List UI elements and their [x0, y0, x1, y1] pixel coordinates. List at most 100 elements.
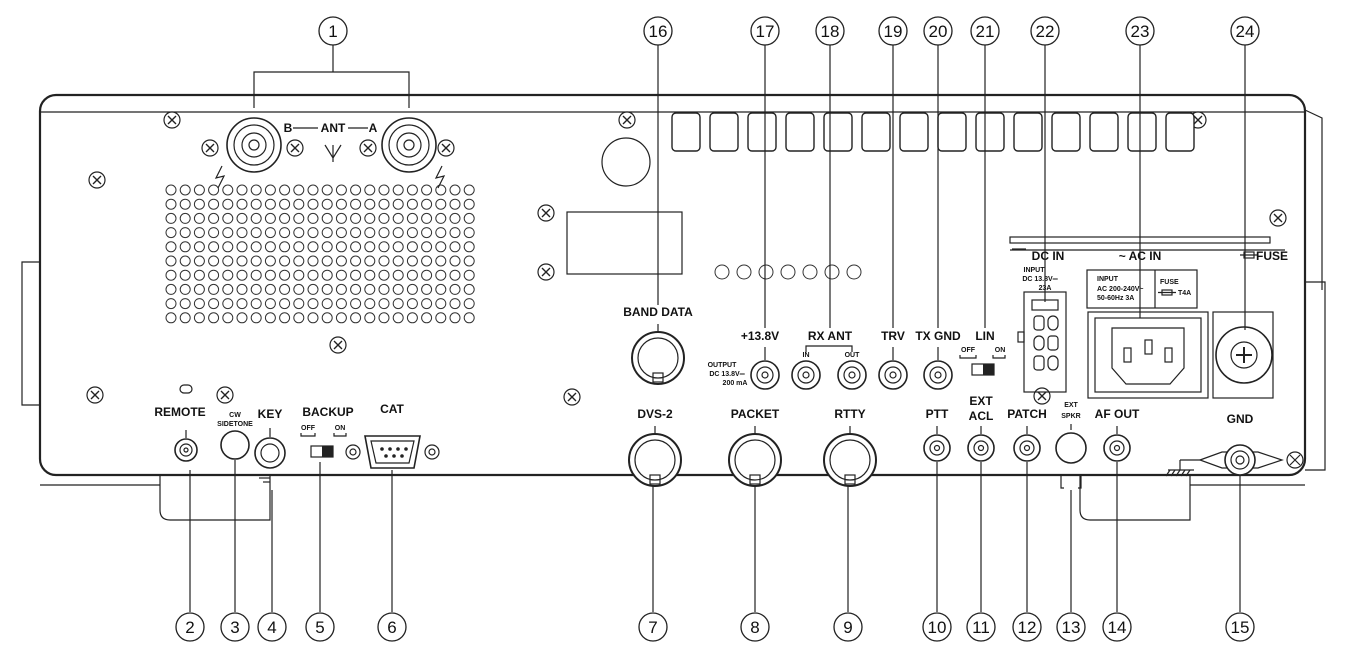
- grille-hole: [293, 184, 305, 196]
- grille-hole: [307, 227, 319, 239]
- grille-hole: [307, 184, 319, 196]
- grille-hole: [435, 269, 447, 281]
- grille-hole: [335, 269, 347, 281]
- callout-number: 4: [267, 618, 276, 637]
- ant-b-label: B: [284, 121, 293, 135]
- grille-hole: [350, 241, 362, 253]
- grille-hole: [208, 212, 220, 224]
- grille-hole: [392, 241, 404, 253]
- key-label: KEY: [258, 407, 283, 421]
- fuse-rating-label: T4A: [1178, 290, 1191, 297]
- af-out-jack: AF OUT: [1095, 407, 1140, 462]
- cat-label: CAT: [380, 402, 404, 416]
- callout-number: 3: [230, 618, 239, 637]
- fuse-label: FUSE: [1256, 249, 1288, 263]
- grille-hole: [165, 198, 177, 210]
- grille-hole: [378, 255, 390, 267]
- grille-hole: [350, 184, 362, 196]
- grille-hole: [350, 212, 362, 224]
- grille-hole: [392, 184, 404, 196]
- rtty-label: RTTY: [834, 407, 865, 421]
- ant-a-connector: [381, 117, 437, 173]
- callout-number: 8: [750, 618, 759, 637]
- grille-hole: [279, 198, 291, 210]
- callout-number: 20: [929, 22, 948, 41]
- callout-circle-18: 18: [815, 16, 845, 46]
- grille-hole: [250, 227, 262, 239]
- grille-hole: [321, 227, 333, 239]
- screw-slot: [92, 175, 102, 185]
- grille-hole: [264, 198, 276, 210]
- vent-slot: [1051, 112, 1081, 152]
- grille-hole: [208, 255, 220, 267]
- screw-slot: [90, 390, 100, 400]
- sidetone-label: SIDETONE: [217, 421, 253, 428]
- dc-voltage-label: DC 13.8V═: [1022, 276, 1057, 283]
- grille-hole: [449, 227, 461, 239]
- callout-leaders: [189, 45, 1246, 612]
- callout-number: 1: [328, 22, 337, 41]
- callout-circle-14: 14: [1102, 612, 1132, 642]
- grille-hole: [435, 198, 447, 210]
- grille-hole: [392, 255, 404, 267]
- screw-slot: [205, 143, 215, 153]
- screw-slot: [622, 115, 632, 125]
- ext-acl-jack: EXT ACL: [967, 394, 995, 462]
- screw-slot: [363, 143, 373, 153]
- grille-hole: [435, 184, 447, 196]
- grille-hole: [307, 283, 319, 295]
- patch-label: PATCH: [1007, 407, 1047, 421]
- remote-label: REMOTE: [154, 405, 205, 419]
- grille-hole: [307, 241, 319, 253]
- screw-slot: [1273, 213, 1283, 223]
- grille-hole: [165, 184, 177, 196]
- grille-hole: [208, 227, 220, 239]
- dc-in-label: DC IN: [1032, 249, 1065, 263]
- grille-hole: [222, 312, 234, 324]
- grille-hole: [307, 198, 319, 210]
- backup-switch: BACKUP OFF ON: [300, 405, 354, 458]
- grille-hole: [208, 298, 220, 310]
- callout-circle-17: 17: [750, 16, 780, 46]
- backup-on-label: ON: [335, 425, 346, 432]
- ant-b-connector: [226, 117, 282, 173]
- grille-hole: [435, 255, 447, 267]
- screw-slot: [441, 143, 451, 153]
- grille-hole: [449, 255, 461, 267]
- vent-slot: [1013, 112, 1043, 152]
- grille-hole: [321, 298, 333, 310]
- callout-number: 15: [1231, 618, 1250, 637]
- grille-hole: [165, 255, 177, 267]
- grille-hole: [378, 227, 390, 239]
- grille-hole: [293, 283, 305, 295]
- backup-label: BACKUP: [302, 405, 353, 419]
- grille-hole: [193, 283, 205, 295]
- callout-circle-3: 3: [220, 612, 250, 642]
- grille-hole: [364, 184, 376, 196]
- grille-hole: [307, 298, 319, 310]
- lin-switch: LIN OFF ON: [959, 329, 1006, 376]
- grille-hole: [463, 298, 475, 310]
- grille-hole: [279, 184, 291, 196]
- ptt-label: PTT: [926, 407, 949, 421]
- ext-acl-label-2: ACL: [969, 409, 994, 423]
- gnd-label: GND: [1227, 412, 1254, 426]
- ac-voltage-label: AC 200-240V~: [1097, 286, 1144, 293]
- grille-hole: [307, 269, 319, 281]
- grille-hole: [335, 283, 347, 295]
- lin-on-label: ON: [995, 347, 1006, 354]
- grille-hole: [378, 212, 390, 224]
- cat-connector: CAT: [345, 402, 440, 469]
- grille-hole: [321, 212, 333, 224]
- grille-hole: [406, 312, 418, 324]
- packet-connector: PACKET: [728, 407, 782, 487]
- callout-number: 19: [884, 22, 903, 41]
- grille-hole: [378, 184, 390, 196]
- grille-hole: [463, 184, 475, 196]
- panel-hole: [802, 264, 818, 280]
- grille-hole: [449, 298, 461, 310]
- grille-hole: [364, 241, 376, 253]
- callout-number: 14: [1108, 618, 1127, 637]
- callout-circle-13: 13: [1056, 612, 1086, 642]
- grille-hole: [293, 255, 305, 267]
